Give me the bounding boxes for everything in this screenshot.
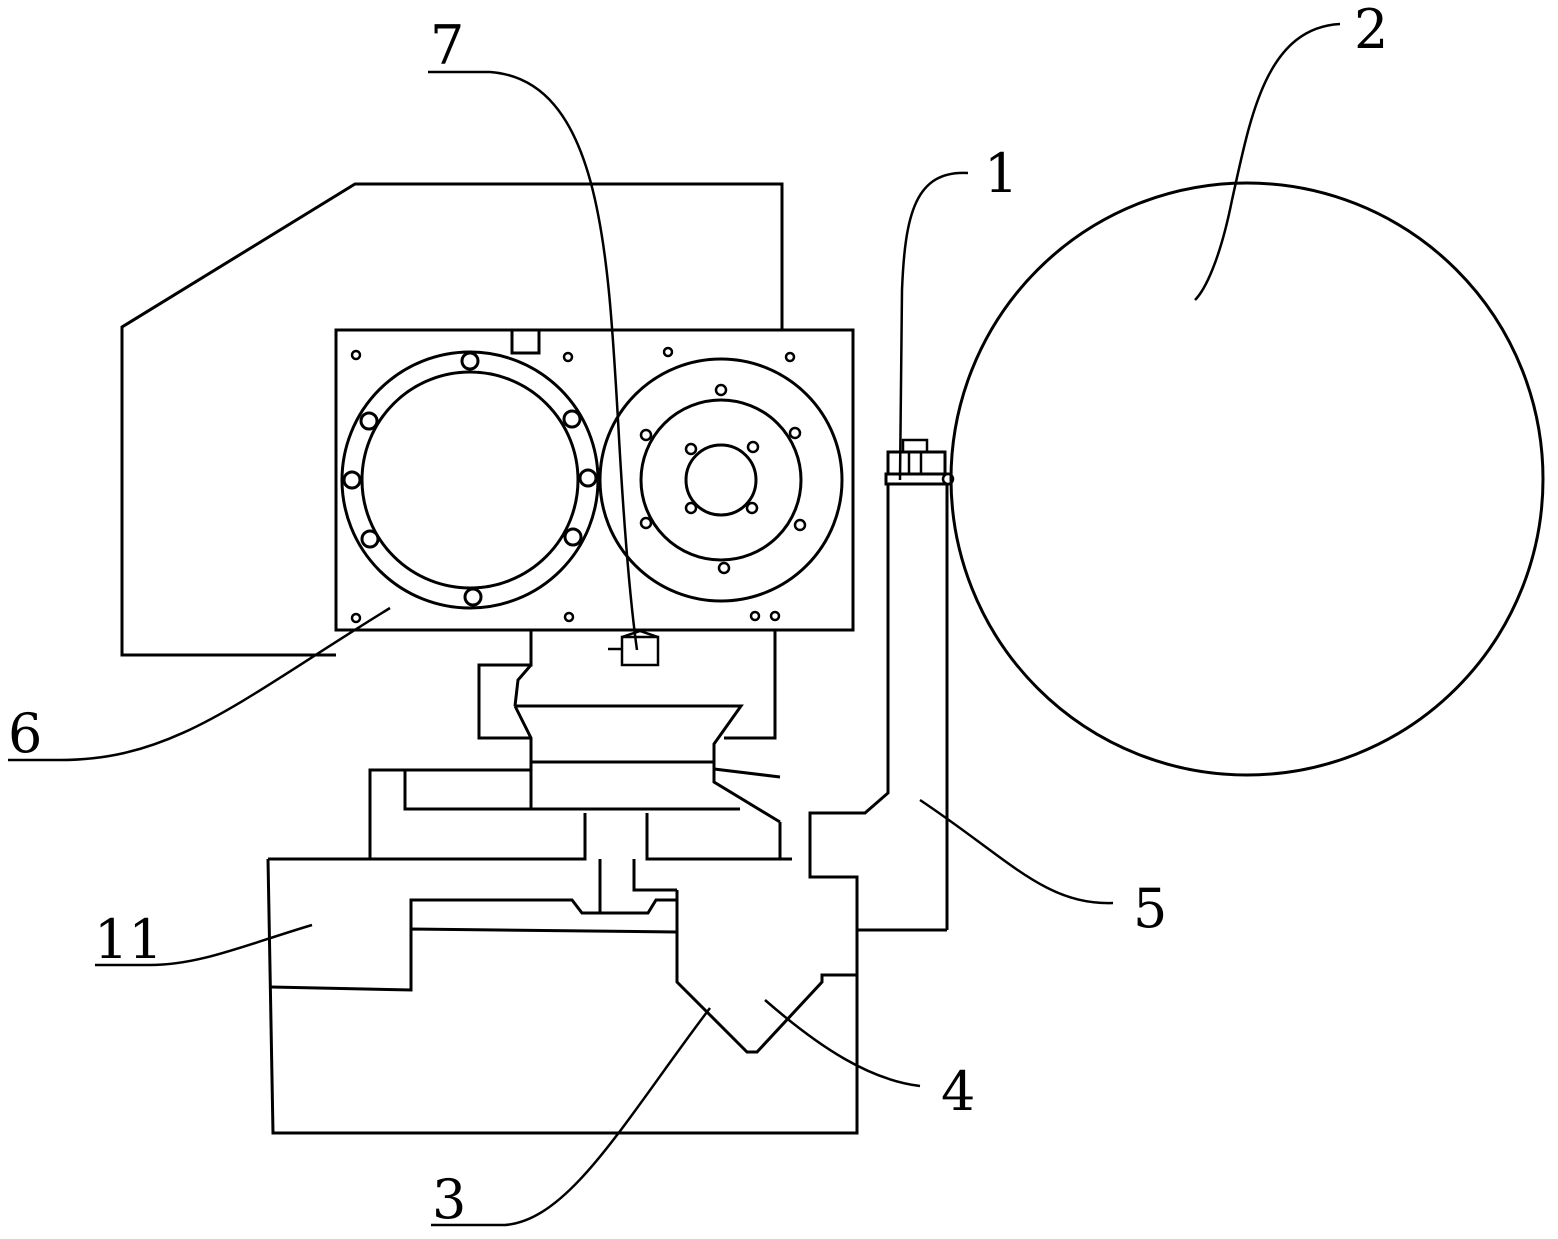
plate-bolts	[350, 346, 796, 624]
upper-frame	[368, 768, 531, 859]
right-gear	[598, 357, 844, 603]
upper-frame-bottom	[370, 813, 587, 861]
sensor-block	[608, 629, 660, 667]
leader-7	[428, 70, 639, 651]
leader-5	[919, 798, 1114, 905]
label-2: 2	[1354, 0, 1388, 61]
housing-outline	[120, 182, 784, 657]
plate-notch	[510, 330, 541, 355]
left-gear	[340, 350, 600, 610]
base-inner-left	[270, 927, 678, 992]
funnel-side	[713, 767, 781, 779]
label-7: 7	[430, 14, 464, 77]
label-3: 3	[432, 1168, 466, 1231]
leader-3	[431, 1007, 711, 1227]
roll	[949, 181, 1545, 777]
funnel-left	[513, 705, 533, 809]
funnel	[515, 704, 781, 824]
base-body-outline	[266, 858, 947, 1135]
neck-right	[724, 630, 777, 740]
clamp-head	[884, 438, 955, 486]
label-1: 1	[984, 142, 1018, 205]
gear-box-plate	[334, 328, 855, 632]
leader-4	[764, 999, 921, 1088]
label-6: 6	[8, 702, 42, 765]
base-inner-top	[409, 898, 677, 929]
leader-11	[95, 923, 313, 967]
hopper	[675, 890, 857, 1054]
arm-bracket	[808, 484, 890, 930]
label-4: 4	[941, 1060, 975, 1123]
leader-6	[8, 606, 391, 762]
neck-curve	[513, 664, 533, 707]
leader-1	[898, 171, 969, 481]
shaft-lower-right	[632, 859, 677, 892]
neck-left	[477, 630, 533, 740]
label-11: 11	[94, 908, 163, 971]
shaft-right	[645, 813, 792, 861]
label-5: 5	[1133, 877, 1167, 940]
leader-2	[1194, 22, 1341, 301]
